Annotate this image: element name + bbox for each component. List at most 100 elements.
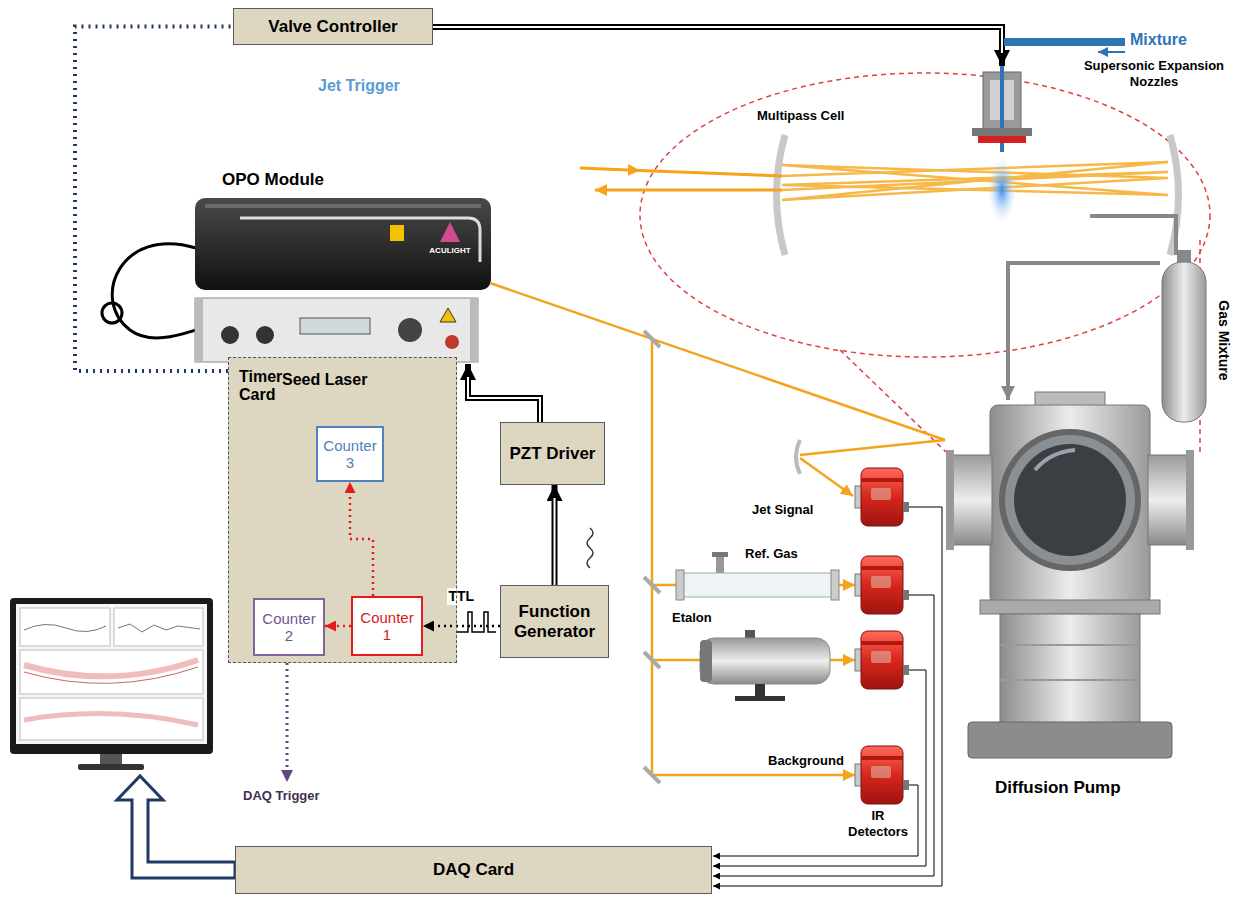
diffusion-pump (1002, 432, 1138, 568)
seed-laser-unit (221, 326, 239, 344)
multipass-mirrors (777, 135, 1179, 255)
pzt-cable (468, 364, 540, 422)
counter-link (350, 482, 373, 596)
computer-monitor (114, 608, 203, 646)
computer-monitor (20, 650, 203, 694)
laser-beam (800, 458, 853, 496)
counter-box: Counter 1 (351, 596, 423, 656)
computer-monitor (16, 604, 207, 744)
box-fill (316, 426, 384, 482)
box-text: DAQ Card (433, 860, 514, 880)
gas-cylinder (1162, 250, 1206, 422)
box-fill (500, 585, 609, 658)
box-fill (228, 357, 457, 663)
connector-line (423, 625, 500, 628)
box-text: Function Generator (505, 602, 604, 641)
seed-laser-unit (470, 298, 478, 362)
ttl-arrow (423, 626, 500, 627)
beam-label: Ref. Gas (745, 546, 798, 562)
beam-splitter (644, 331, 800, 783)
box-text: Counter 1 (357, 609, 417, 644)
box-text: Counter 3 (322, 437, 378, 472)
seed-laser-unit (398, 318, 422, 342)
seed-laser-unit (440, 308, 456, 322)
part-label: Supersonic Expansion Nozzles (1078, 58, 1230, 89)
counter-box: Counter 2 (253, 598, 325, 656)
gas-feed-line (1098, 51, 1125, 53)
etalon-device (700, 630, 830, 701)
beam-splitter (796, 440, 800, 474)
trigger-cable (433, 27, 1002, 66)
etalon-device (700, 638, 830, 684)
reference-gas-cell (716, 556, 724, 573)
beam-label: Background (768, 753, 844, 769)
diffusion-pump (950, 455, 992, 545)
expansion-nozzle (972, 128, 1032, 136)
signal-label: DAQ Trigger (243, 788, 320, 804)
part-label: Gas Mixture (1216, 300, 1233, 380)
box-fill (351, 596, 423, 656)
cell-region-outline (640, 73, 1210, 455)
diffusion-pump (1186, 450, 1194, 550)
multipass-mirrors (777, 135, 786, 255)
gas-feed-line (1004, 38, 1176, 400)
daq-trigger-arrow (287, 657, 288, 782)
opo-module (240, 218, 480, 262)
laser-beam (595, 189, 782, 192)
cable-outline (552, 485, 558, 585)
reference-gas-cell (680, 573, 835, 597)
ir-detector (855, 468, 909, 526)
seed-laser-unit (256, 326, 274, 344)
data-flow-arrow (117, 776, 235, 878)
diffusion-pump (968, 722, 1172, 758)
laser-beam (490, 283, 945, 775)
beam-splitter (644, 767, 660, 783)
daq-trigger-arrow (286, 657, 289, 782)
diffusion-pump (946, 450, 954, 550)
diffusion-pump (1000, 614, 1140, 724)
ir-detector (855, 468, 909, 804)
beam-splitter (644, 652, 660, 668)
pzt-cable (468, 364, 540, 422)
computer-monitor (10, 598, 213, 770)
reference-gas-cell (712, 552, 728, 557)
data-flow-arrow (117, 776, 235, 878)
drive-cable (554, 485, 555, 585)
reference-gas-cell (831, 570, 839, 600)
controller-box: Valve Controller (233, 8, 433, 45)
edge-label: TTL (447, 588, 477, 605)
beam-label: Etalon (672, 610, 712, 626)
seed-laser-unit (195, 298, 478, 362)
computer-monitor (78, 764, 144, 770)
detector-wire (713, 785, 918, 856)
opo-module (390, 225, 404, 241)
laser-beam (782, 162, 1168, 200)
cell-region-outline (840, 350, 946, 452)
laser-beam (490, 283, 945, 440)
etalon-device (735, 696, 785, 701)
pzt-cable (468, 377, 540, 422)
part-label: Seed Laser (282, 370, 367, 389)
detector-wire (713, 670, 926, 866)
box-fill (233, 8, 433, 45)
ir-detector (855, 556, 909, 614)
timer-card-box: Timer CardCounter 3Counter 2Counter 1 (228, 357, 457, 663)
computer-monitor (24, 667, 198, 683)
gas-feed-line (1004, 38, 1125, 46)
reference-gas-cell (676, 570, 684, 600)
computer-monitor (24, 714, 198, 725)
opo-module (440, 222, 460, 242)
diffusion-pump (1000, 645, 1140, 680)
computer-monitor (20, 698, 203, 740)
waveform-symbol (587, 528, 593, 568)
beam-label: Jet Signal (752, 502, 813, 518)
computer-monitor (24, 660, 198, 676)
cell-region-outline (640, 73, 1210, 357)
expansion-nozzle (978, 136, 1026, 143)
diffusion-pump (990, 405, 1150, 605)
computer-monitor (118, 624, 200, 632)
part-label: Multipass Cell (757, 108, 844, 124)
